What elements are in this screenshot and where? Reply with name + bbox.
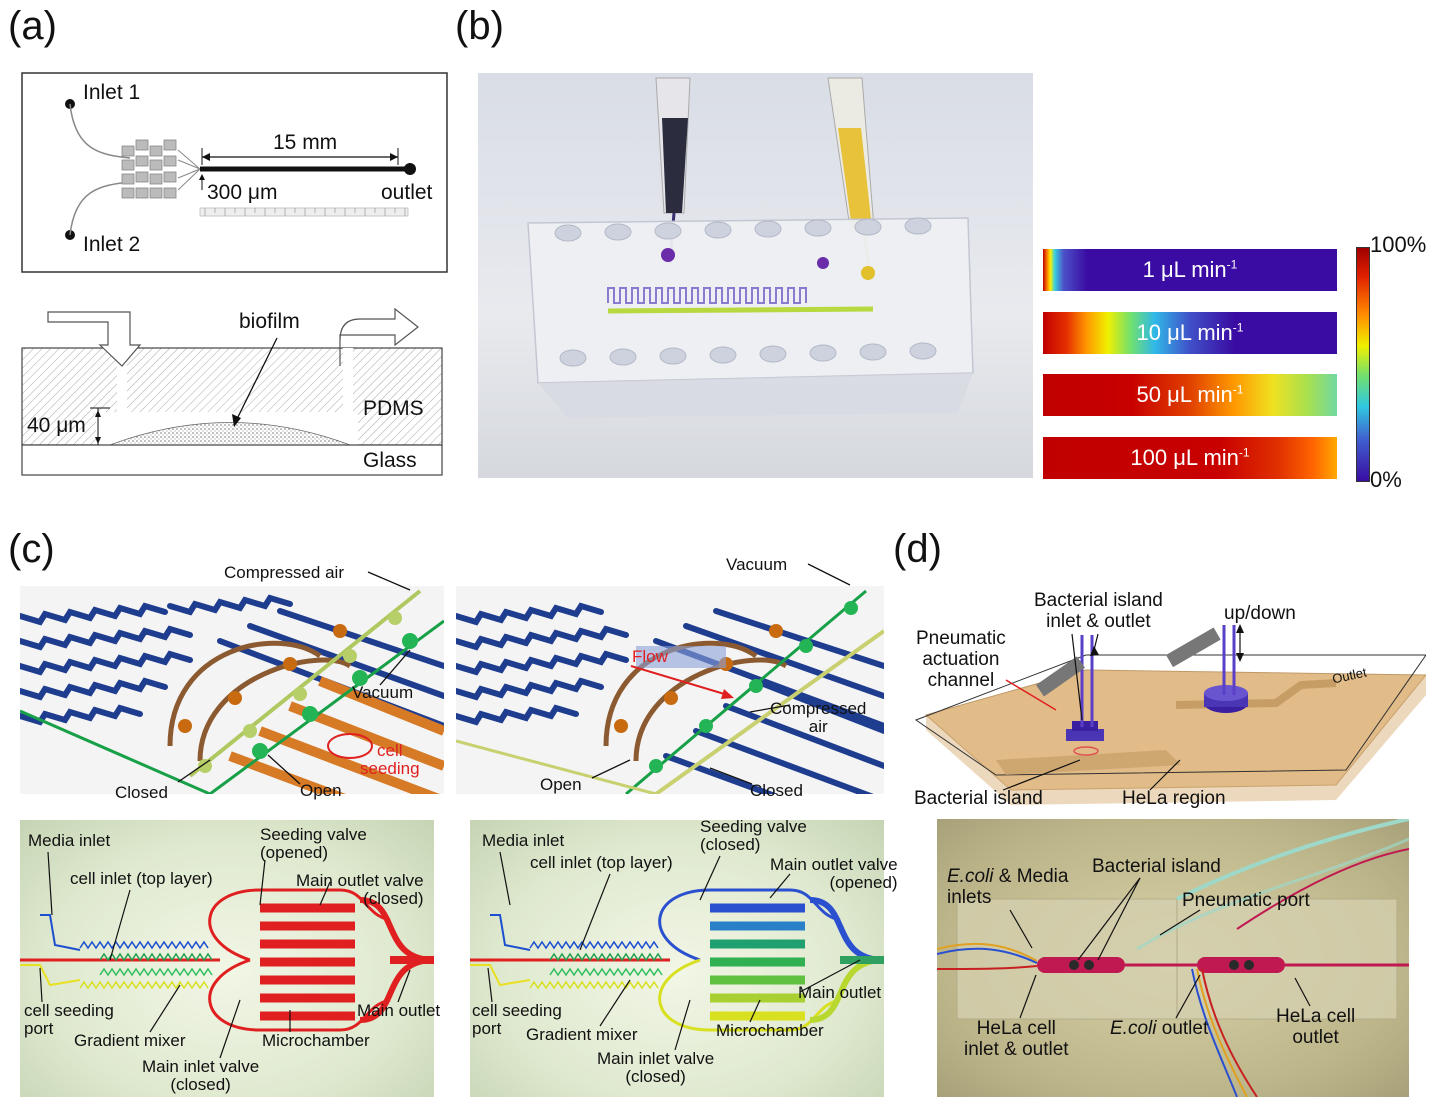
main-outlet-valve-label-left: Main outlet valve (closed) — [296, 871, 424, 908]
width-label: 300 μm — [207, 181, 278, 204]
flow-bar-4: 100 μL min-1 — [1043, 437, 1337, 479]
flow-bar-4-label: 100 μL min — [1130, 445, 1239, 470]
valve-render-right-drawing — [456, 589, 884, 794]
bacterial-island-inlet-outlet-label: Bacterial island inlet & outlet — [1034, 590, 1163, 632]
seeding-valve-label-left: Seeding valve (opened) — [260, 825, 367, 862]
gradient-mixer-label-right: Gradient mixer — [526, 1025, 638, 1044]
panel-label-c: (c) — [8, 527, 55, 571]
flow-bar-3-exponent: -1 — [1232, 382, 1244, 397]
outlet-label: outlet — [381, 181, 433, 204]
colorbar — [1356, 247, 1370, 482]
vacuum-label-left: Vacuum — [352, 683, 414, 702]
ecoli-media-inlets-italic: E.coli — [947, 866, 994, 887]
up-down-label: up/down — [1224, 603, 1296, 624]
biofilm-label: biofilm — [239, 310, 300, 333]
closed-label-right: Closed — [750, 781, 803, 800]
pdms-label: PDMS — [363, 397, 424, 420]
pneumatic-port-label: Pneumatic port — [1182, 890, 1310, 911]
flow-bar-3-label: 50 μL min — [1136, 382, 1233, 407]
panel-label-d: (d) — [893, 527, 942, 571]
hela-inlet-outlet-label: HeLa cell inlet & outlet — [964, 1018, 1069, 1060]
island-device-render — [906, 585, 1426, 810]
open-label-left: Open — [300, 781, 342, 800]
valve-render-right — [456, 586, 884, 794]
flow-bar-1-label: 1 μL min — [1142, 257, 1227, 282]
length-label: 15 mm — [273, 131, 338, 154]
hela-region-label: HeLa region — [1122, 788, 1226, 809]
gradient-chip-photo-left — [20, 820, 434, 1097]
bacterial-island-label-3d: Bacterial island — [914, 788, 1043, 809]
compressed-air-label-left: Compressed air — [224, 563, 344, 582]
gradient-chip-left-drawing — [20, 888, 434, 1032]
glass-label: Glass — [363, 449, 417, 472]
compressed-air-label-right: Compressed air — [770, 699, 867, 736]
flow-label: Flow — [632, 647, 668, 666]
bacterial-island-label-photo: Bacterial island — [1092, 856, 1221, 877]
cell-seeding-label: cell seeding — [360, 741, 420, 778]
ecoli-media-inlets-label: E.coli & Media inlets — [947, 866, 1068, 908]
cell-inlet-label-left: cell inlet (top layer) — [70, 869, 213, 888]
flow-bar-2: 10 μL min-1 — [1043, 312, 1337, 354]
flow-bar-4-exponent: -1 — [1238, 445, 1250, 460]
main-inlet-valve-label-right: Main inlet valve (closed) — [597, 1049, 715, 1086]
main-outlet-label-right: Main outlet — [798, 983, 882, 1002]
microchamber-label-right: Microchamber — [716, 1021, 824, 1040]
vacuum-label-right: Vacuum — [726, 555, 788, 574]
colorbar-max-label: 100% — [1370, 232, 1427, 257]
cell-inlet-label-right: cell inlet (top layer) — [530, 853, 673, 872]
cell-seeding-port-label-left: cell seeding port — [24, 1001, 114, 1038]
media-inlet-label-left: Media inlet — [28, 831, 111, 850]
ecoli-outlet-label: E.coli outlet — [1110, 1018, 1208, 1039]
flow-bar-2-label: 10 μL min — [1136, 320, 1233, 345]
panel-label-a: (a) — [8, 4, 57, 48]
cell-seeding-port-label-right: cell seeding port — [472, 1001, 562, 1038]
colorbar-min-label: 0% — [1370, 467, 1402, 492]
microchamber-label-left: Microchamber — [262, 1031, 370, 1050]
pneumatic-actuation-channel-label: Pneumatic actuation channel — [916, 628, 1006, 691]
device-photo-drawing — [527, 77, 974, 418]
panel-label-b: (b) — [455, 4, 504, 48]
ecoli-outlet-rest: outlet — [1156, 1018, 1209, 1039]
height-label: 40 μm — [27, 414, 86, 437]
device-photo — [478, 73, 1033, 478]
main-outlet-label-left: Main outlet — [357, 1001, 441, 1020]
main-outlet-valve-label-right: Main outlet valve (opened) — [770, 855, 898, 892]
flow-bar-1: 1 μL min-1 — [1043, 249, 1337, 291]
flow-bar-2-exponent: -1 — [1232, 320, 1244, 335]
hela-outlet-label: HeLa cell outlet — [1276, 1006, 1356, 1048]
ecoli-outlet-italic: E.coli — [1110, 1018, 1157, 1039]
main-inlet-valve-label-left: Main inlet valve (closed) — [142, 1057, 260, 1094]
flow-bar-1-exponent: -1 — [1226, 257, 1238, 272]
gradient-mixer-label-left: Gradient mixer — [74, 1031, 186, 1050]
seeding-valve-label-right: Seeding valve (closed) — [700, 817, 807, 854]
inlet-1-label: Inlet 1 — [83, 81, 141, 104]
flow-bar-3: 50 μL min-1 — [1043, 374, 1337, 416]
open-label-right: Open — [540, 775, 582, 794]
island-device-render-drawing — [914, 625, 1426, 805]
ecoli-media-inlets-rest: & Media inlets — [947, 866, 1069, 908]
island-device-photo — [937, 819, 1409, 1097]
media-inlet-label-right: Media inlet — [482, 831, 565, 850]
inlet-2-label: Inlet 2 — [83, 233, 141, 256]
closed-label-left: Closed — [115, 783, 168, 802]
island-device-photo-drawing — [937, 819, 1409, 1097]
